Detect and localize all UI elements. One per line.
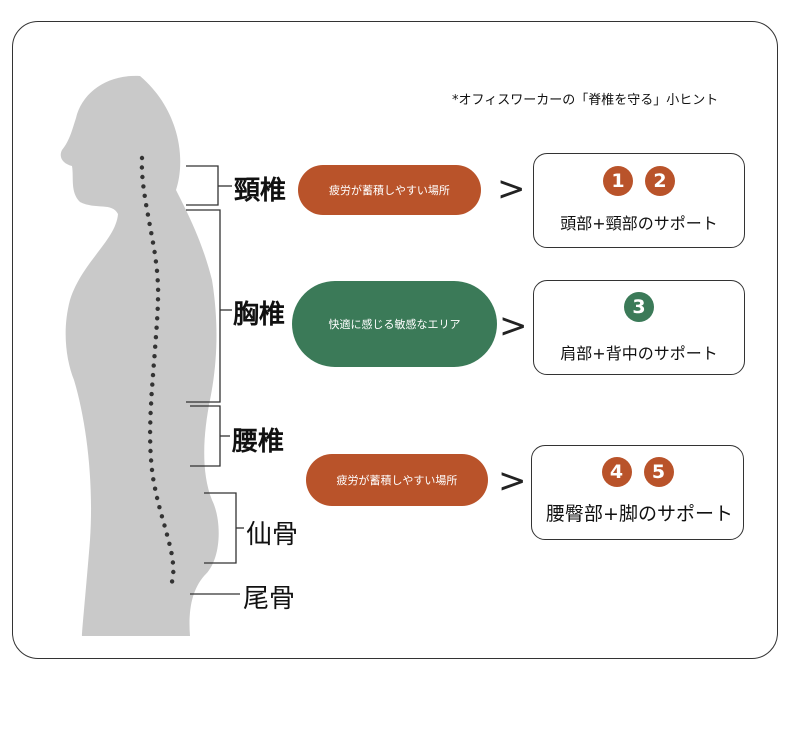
spine-dot: [170, 560, 176, 565]
support-card-text: 頭部+頸部のサポート: [560, 214, 718, 233]
cervical-bracket: [186, 165, 219, 206]
spine-dot: [151, 477, 156, 482]
support-card-text: 腰臀部+脚のサポート: [546, 503, 733, 525]
diagram-frame: [12, 21, 778, 659]
region-label-thoracic: 胸椎: [233, 300, 286, 330]
spine-dot: [148, 420, 153, 425]
number-badge: 5: [643, 457, 674, 487]
spine-dot: [148, 458, 154, 463]
spine-dot: [145, 212, 151, 217]
spine-dot: [155, 316, 160, 321]
sensitive-zone-pill-thoracic: 快適に感じる敏感なエリア: [292, 281, 497, 367]
spine-dot: [151, 363, 156, 368]
spine-dot: [155, 278, 160, 283]
spine-dot: [157, 505, 162, 510]
thoracic-bracket: [186, 209, 221, 403]
spine-dot: [155, 287, 161, 292]
spine-dot: [154, 268, 160, 273]
spine-dot: [152, 249, 157, 255]
spine-dot: [150, 240, 156, 245]
spine-dot: [154, 325, 159, 330]
spine-dot: [139, 155, 145, 161]
number-badge: 1: [603, 166, 633, 196]
spine-dot: [148, 448, 153, 454]
spine-dotted-line: [139, 155, 176, 584]
spine-dot: [149, 391, 154, 397]
spine-dot: [150, 372, 156, 378]
spine-dot: [167, 541, 172, 546]
region-label-cervical: 頸椎: [234, 176, 287, 206]
spine-dot: [150, 382, 155, 387]
support-card-hip-legs: 4 5 腰臀部+脚のサポート: [531, 445, 744, 540]
spine-dot: [148, 439, 153, 444]
spine-dot: [142, 193, 147, 198]
spine-dot: [140, 174, 145, 180]
spine-dot: [155, 297, 161, 302]
spine-dot: [148, 410, 153, 416]
spine-dot: [153, 259, 159, 264]
fatigue-zone-pill-cervical: 疲労が蓄積しやすい場所: [298, 165, 481, 215]
spine-dot: [149, 467, 155, 473]
spine-dot: [152, 486, 158, 491]
spine-dot: [141, 184, 146, 189]
spine-dot: [147, 221, 152, 227]
support-card-head-neck: 1 2 頭部+頸部のサポート: [533, 153, 745, 248]
spine-dot: [149, 231, 154, 236]
spine-dot: [144, 203, 149, 208]
arrow-icon: >: [499, 306, 528, 346]
spine-dot: [139, 165, 145, 170]
spine-dot: [171, 569, 176, 575]
number-badge: 3: [624, 292, 654, 322]
region-brackets: [186, 165, 244, 595]
spine-dot: [164, 532, 170, 537]
spine-dot: [162, 523, 167, 528]
spine-dot: [147, 429, 153, 435]
region-label-sacrum: 仙骨: [246, 520, 299, 550]
spine-dot: [153, 335, 159, 340]
spine-dot: [148, 401, 154, 406]
spine-dot: [152, 354, 157, 359]
spine-dot: [169, 550, 174, 556]
spine-dot: [159, 514, 165, 519]
hint-title: *オフィスワーカーの「脊椎を守る」小ヒント: [452, 93, 719, 108]
spine-dot: [153, 344, 158, 349]
arrow-icon: >: [498, 461, 527, 501]
region-label-lumbar: 腰椎: [232, 427, 285, 457]
spine-dot: [169, 579, 175, 584]
body-silhouette: [60, 75, 219, 637]
spine-dot: [155, 306, 160, 311]
region-label-coccyx: 尾骨: [243, 584, 296, 614]
support-card-text: 肩部+背中のサポート: [560, 344, 718, 363]
support-card-shoulder-back: 3 肩部+背中のサポート: [533, 280, 745, 375]
spine-dot: [154, 495, 160, 501]
number-badge: 4: [601, 457, 632, 487]
number-badge: 2: [645, 166, 675, 196]
fatigue-zone-pill-lumbar: 疲労が蓄積しやすい場所: [306, 454, 488, 506]
arrow-icon: >: [497, 169, 526, 209]
